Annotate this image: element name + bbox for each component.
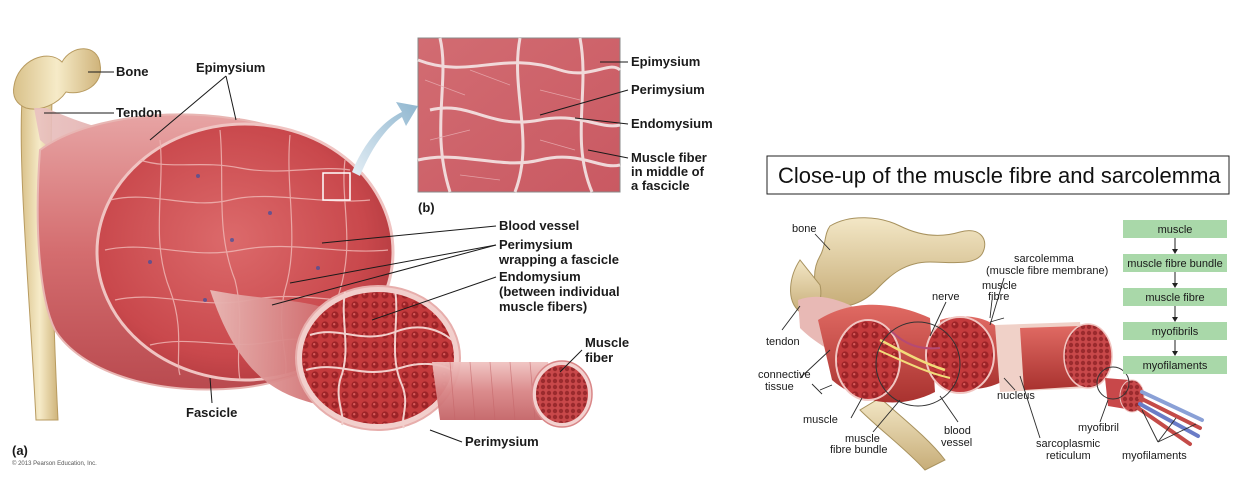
myofilament-strands bbox=[1136, 390, 1204, 446]
flow-box-fibre-bundle bbox=[1123, 254, 1227, 272]
r-label-bundle-2: fibre bundle bbox=[830, 444, 888, 456]
label-bone: Bone bbox=[116, 64, 149, 79]
highlight-circle-nerve bbox=[875, 321, 961, 407]
r-label-muscle-fibre-2: fibre bbox=[988, 291, 1009, 303]
flow-text-fibre-bundle: muscle fibre bundle bbox=[1127, 258, 1222, 270]
r-label-sarcolemma: sarcolemma bbox=[1014, 253, 1075, 265]
r-label-tendon: tendon bbox=[766, 336, 800, 348]
caption-text: Close-up of the muscle fibre and sarcole… bbox=[778, 163, 1221, 188]
muscle-structure-illustration: Bone Tendon Epimysium Blood vessel Perim… bbox=[12, 37, 713, 467]
label-micro-perimysium: Perimysium bbox=[631, 82, 705, 97]
zoom-arrow-icon bbox=[352, 102, 418, 176]
label-micro-fiber-3: a fascicle bbox=[631, 178, 690, 193]
muscle-fibre-illustration: bone sarcolemma (muscle fibre membrane) … bbox=[758, 217, 1204, 471]
r-label-myofilaments: myofilaments bbox=[1122, 450, 1187, 462]
right-lower-bone bbox=[859, 397, 946, 471]
label-fascicle: Fascicle bbox=[186, 405, 237, 420]
r-label-vessel: blood bbox=[944, 425, 971, 437]
label-endomysium-3: muscle fibers) bbox=[499, 299, 587, 314]
femur-head-shape bbox=[13, 48, 101, 110]
label-muscle-fiber: Muscle bbox=[585, 335, 629, 350]
label-micro-fiber-2: in middle of bbox=[631, 164, 705, 179]
r-label-connective: connective bbox=[758, 369, 811, 381]
highlight-circle-myofibril bbox=[1096, 366, 1130, 400]
label-epimysium: Epimysium bbox=[196, 60, 265, 75]
right-fascicle-cross-section bbox=[925, 316, 995, 394]
flow-text-fibre: muscle fibre bbox=[1145, 292, 1204, 304]
label-perimysium-bottom: Perimysium bbox=[465, 434, 539, 449]
label-micro-epimysium: Epimysium bbox=[631, 54, 700, 69]
r-label-vessel-2: vessel bbox=[941, 437, 972, 449]
caption-box: Close-up of the muscle fibre and sarcole… bbox=[766, 155, 1230, 195]
flow-text-muscle: muscle bbox=[1158, 224, 1193, 236]
r-label-nerve: nerve bbox=[932, 291, 960, 303]
panel-label-b: (b) bbox=[418, 200, 435, 215]
r-label-connective-2: tissue bbox=[765, 381, 794, 393]
r-label-muscle: muscle bbox=[803, 414, 838, 426]
label-micro-endomysium: Endomysium bbox=[631, 116, 713, 131]
flow-box-myofibrils bbox=[1123, 322, 1227, 340]
right-fibre-end bbox=[1063, 323, 1113, 389]
flow-box-fibre bbox=[1123, 288, 1227, 306]
flow-box-myofilaments bbox=[1123, 356, 1227, 374]
flow-text-myofibrils: myofibrils bbox=[1152, 326, 1199, 338]
r-label-sr: sarcoplasmic bbox=[1036, 438, 1101, 450]
label-perimysium-wrap: Perimysium bbox=[499, 237, 573, 252]
r-label-sarcolemma-2: (muscle fibre membrane) bbox=[986, 265, 1108, 277]
flow-text-myofilaments: myofilaments bbox=[1143, 360, 1208, 372]
r-label-bundle: muscle bbox=[845, 433, 880, 445]
r-label-muscle-fibre: muscle bbox=[982, 280, 1017, 292]
panel-label-a: (a) bbox=[12, 443, 28, 458]
muscle-fiber-shape bbox=[432, 362, 560, 420]
r-label-myofibril: myofibril bbox=[1078, 422, 1119, 434]
copyright-note: © 2013 Pearson Education, Inc. bbox=[12, 460, 97, 467]
right-myofibril-end bbox=[1119, 379, 1145, 413]
hierarchy-flow: muscle muscle fibre bundle muscle fibre … bbox=[1123, 220, 1227, 374]
label-endomysium-2: (between individual bbox=[499, 284, 620, 299]
right-bone-shape bbox=[814, 217, 986, 307]
label-micro-fiber-1: Muscle fiber bbox=[631, 150, 707, 165]
r-label-sr-2: reticulum bbox=[1046, 450, 1091, 462]
label-blood-vessel: Blood vessel bbox=[499, 218, 579, 233]
label-muscle-fiber-2: fiber bbox=[585, 350, 613, 365]
r-label-bone: bone bbox=[792, 223, 816, 235]
r-label-nucleus: nucleus bbox=[997, 390, 1035, 402]
label-endomysium: Endomysium bbox=[499, 269, 581, 284]
label-perimysium-wrap-2: wrapping a fascicle bbox=[498, 252, 619, 267]
label-tendon: Tendon bbox=[116, 105, 162, 120]
magnified-region-box bbox=[322, 172, 351, 201]
flow-box-muscle bbox=[1123, 220, 1227, 238]
